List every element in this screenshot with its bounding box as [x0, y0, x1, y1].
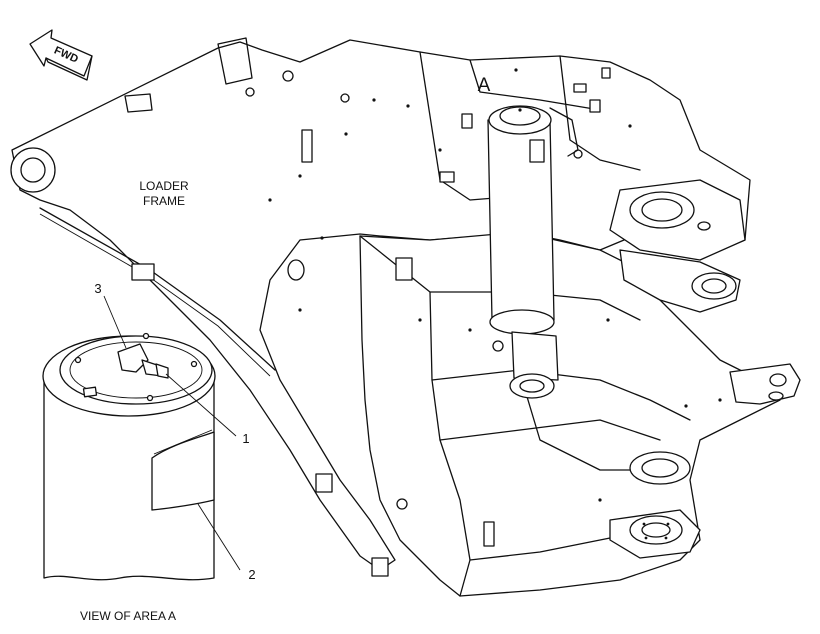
- detail-view-area-a: [42, 332, 216, 581]
- pivot-pin-cylinder: [487, 105, 579, 399]
- pivot-boss-upper: [609, 179, 746, 261]
- view-caption: VIEW OF AREA A: [80, 609, 176, 623]
- callout-leaders: [103, 295, 241, 571]
- loader-frame-label-line2: FRAME: [143, 194, 185, 208]
- elbow-fitting: [117, 343, 149, 373]
- loader-arm: [10, 37, 751, 571]
- callout-3: 3: [94, 281, 101, 296]
- area-a-label: A: [478, 75, 491, 96]
- callout-1: 1: [242, 431, 249, 446]
- side-bracket: [729, 363, 801, 405]
- loader-frame-label-line1: LOADER: [139, 179, 189, 193]
- pivot-boss-middle: [619, 249, 741, 313]
- fwd-arrow-icon: FWD: [29, 29, 93, 81]
- pivot-boss-lower: [609, 451, 701, 559]
- callout-2: 2: [248, 567, 255, 582]
